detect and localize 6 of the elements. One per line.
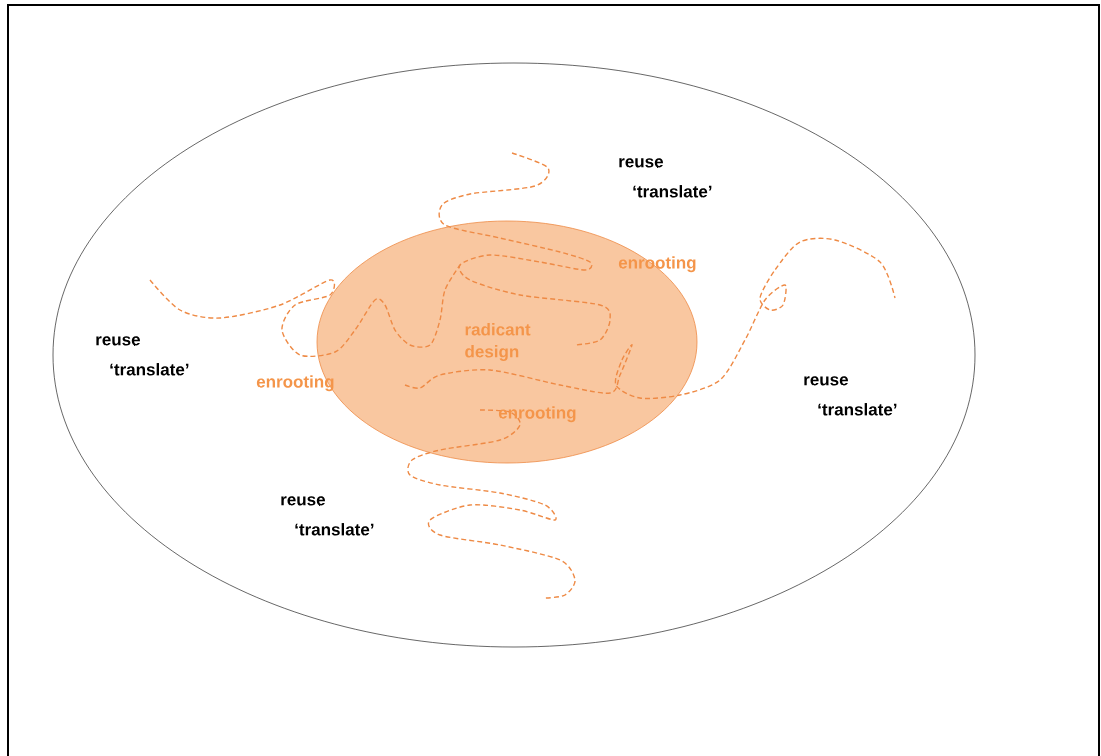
- label-text: enrooting: [498, 406, 576, 423]
- label-text: reuse ‘translate’: [96, 336, 189, 376]
- label-text: reuse ‘translate’: [281, 496, 374, 536]
- outer-ellipse: [52, 62, 976, 648]
- label-text: reuse ‘translate’: [619, 158, 712, 198]
- label-text: reuse ‘translate’: [804, 376, 897, 416]
